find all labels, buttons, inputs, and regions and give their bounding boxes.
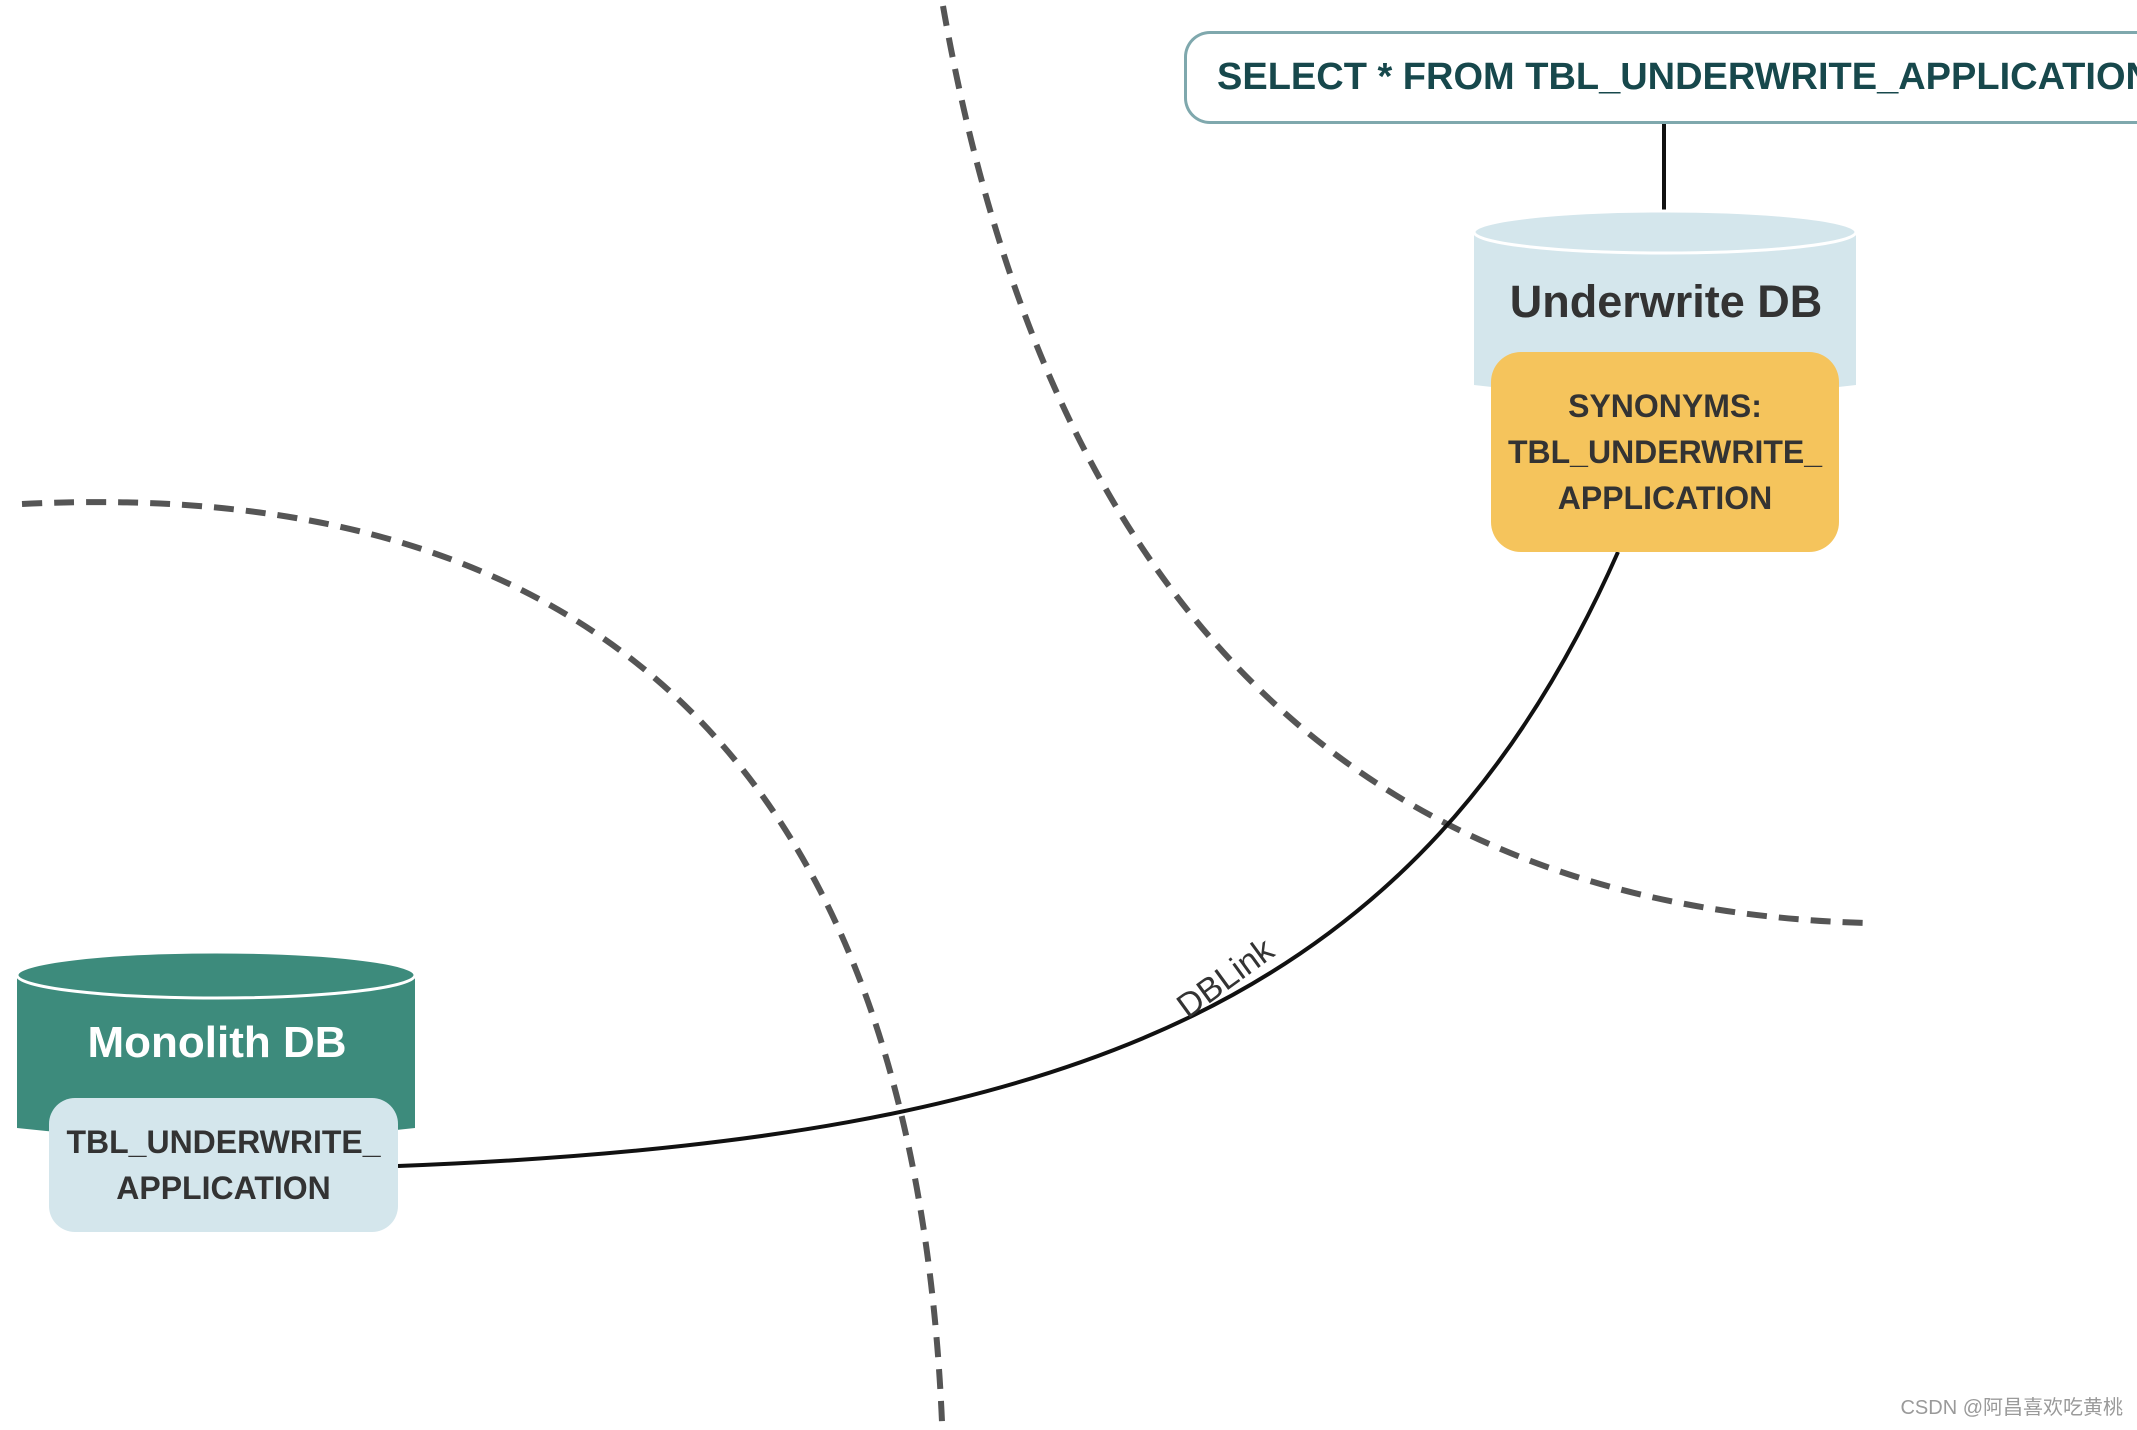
underwrite-db-title: Underwrite DB	[1509, 276, 1823, 327]
monolith-db-title: Monolith DB	[87, 1018, 347, 1067]
synonym-line-3: APPLICATION	[1557, 480, 1773, 516]
monolith-table-line-2: APPLICATION	[116, 1170, 331, 1206]
service-boundary-arc-right	[940, 5, 1866, 926]
sql-query-box: SELECT * FROM TBL_UNDERWRITE_APPLICATION	[1184, 31, 2137, 124]
watermark: CSDN @阿昌喜欢吃黄桃	[1900, 1397, 2123, 1419]
monolith-table-line-1: TBL_UNDERWRITE_	[66, 1124, 381, 1160]
dblink-connection-line	[397, 551, 1620, 1168]
service-boundary-arc-left	[21, 499, 945, 1423]
synonym-line-1: SYNONYMS:	[1568, 388, 1762, 424]
synonym-line-2: TBL_UNDERWRITE_	[1507, 434, 1823, 470]
synonym-box: SYNONYMS: TBL_UNDERWRITE_ APPLICATION	[1491, 352, 1839, 552]
sql-query-text: SELECT * FROM TBL_UNDERWRITE_APPLICATION	[1217, 56, 2137, 98]
monolith-table-box: TBL_UNDERWRITE_ APPLICATION	[49, 1098, 398, 1232]
